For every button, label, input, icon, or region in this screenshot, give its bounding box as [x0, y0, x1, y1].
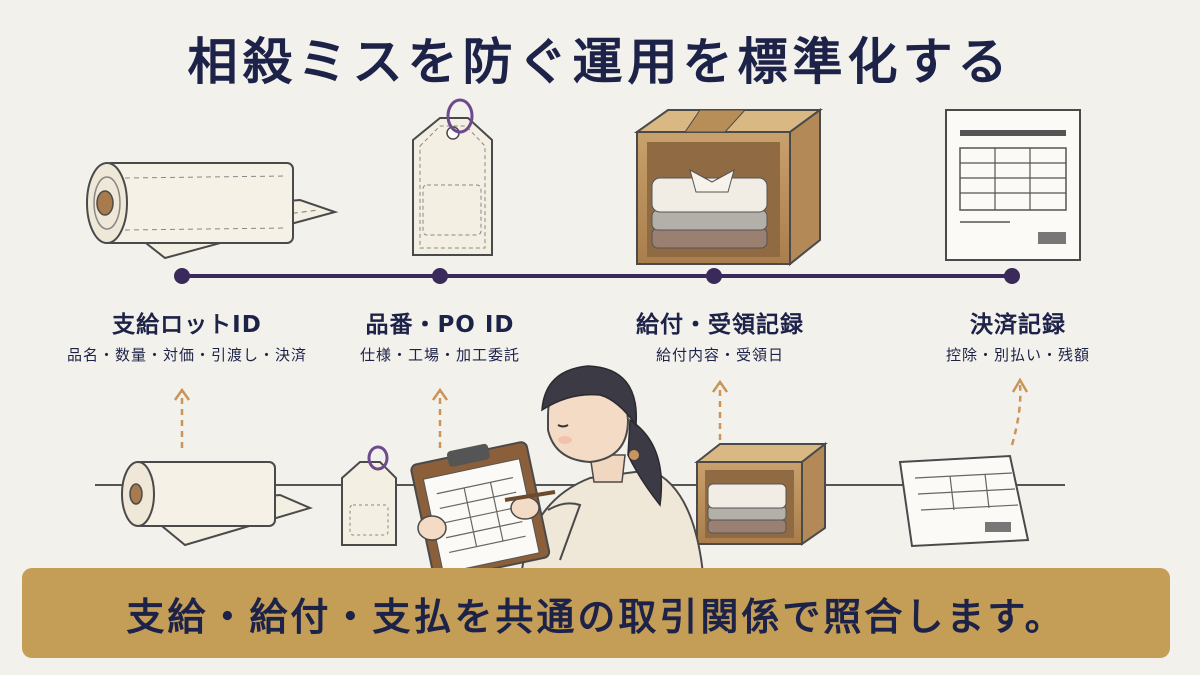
- stage-label-product-po: 品番・PO ID: [365, 312, 515, 338]
- document-icon: [945, 109, 1081, 261]
- timeline-node-1: [174, 268, 190, 284]
- summary-banner: 支給・給付・支払を共通の取引関係で照合します。: [22, 568, 1170, 658]
- stage-desc-settlement: 控除・別払い・残額: [945, 346, 1090, 364]
- garment-tag-small-icon: [341, 445, 397, 546]
- timeline-node-2: [432, 268, 448, 284]
- stage-desc-supply-lot: 品名・数量・対価・引渡し・決済: [66, 346, 307, 364]
- summary-banner-text: 支給・給付・支払を共通の取引関係で照合します。: [126, 594, 1066, 639]
- garment-tag-icon: [412, 98, 493, 256]
- stage-desc-product-po: 仕様・工場・加工委託: [359, 346, 520, 364]
- timeline-node-3: [706, 268, 722, 284]
- timeline-node-4: [1004, 268, 1020, 284]
- stage-label-delivery-receipt: 給付・受領記録: [636, 312, 804, 338]
- document-small-icon: [898, 454, 1030, 548]
- fabric-roll-small-icon: [121, 461, 313, 547]
- page-title: 相殺ミスを防ぐ運用を標準化する: [187, 33, 1013, 91]
- stage-label-settlement: 決済記録: [970, 312, 1066, 338]
- shirt-box-icon: [633, 108, 824, 267]
- timeline: [174, 268, 1020, 284]
- fabric-roll-icon: [86, 162, 339, 260]
- stage-label-supply-lot: 支給ロットID: [112, 312, 262, 338]
- shirt-box-small-icon: [694, 441, 828, 546]
- link-arrows: [173, 377, 1029, 448]
- stage-desc-delivery-receipt: 給付内容・受領日: [655, 346, 784, 364]
- worker-illustration: [410, 365, 707, 601]
